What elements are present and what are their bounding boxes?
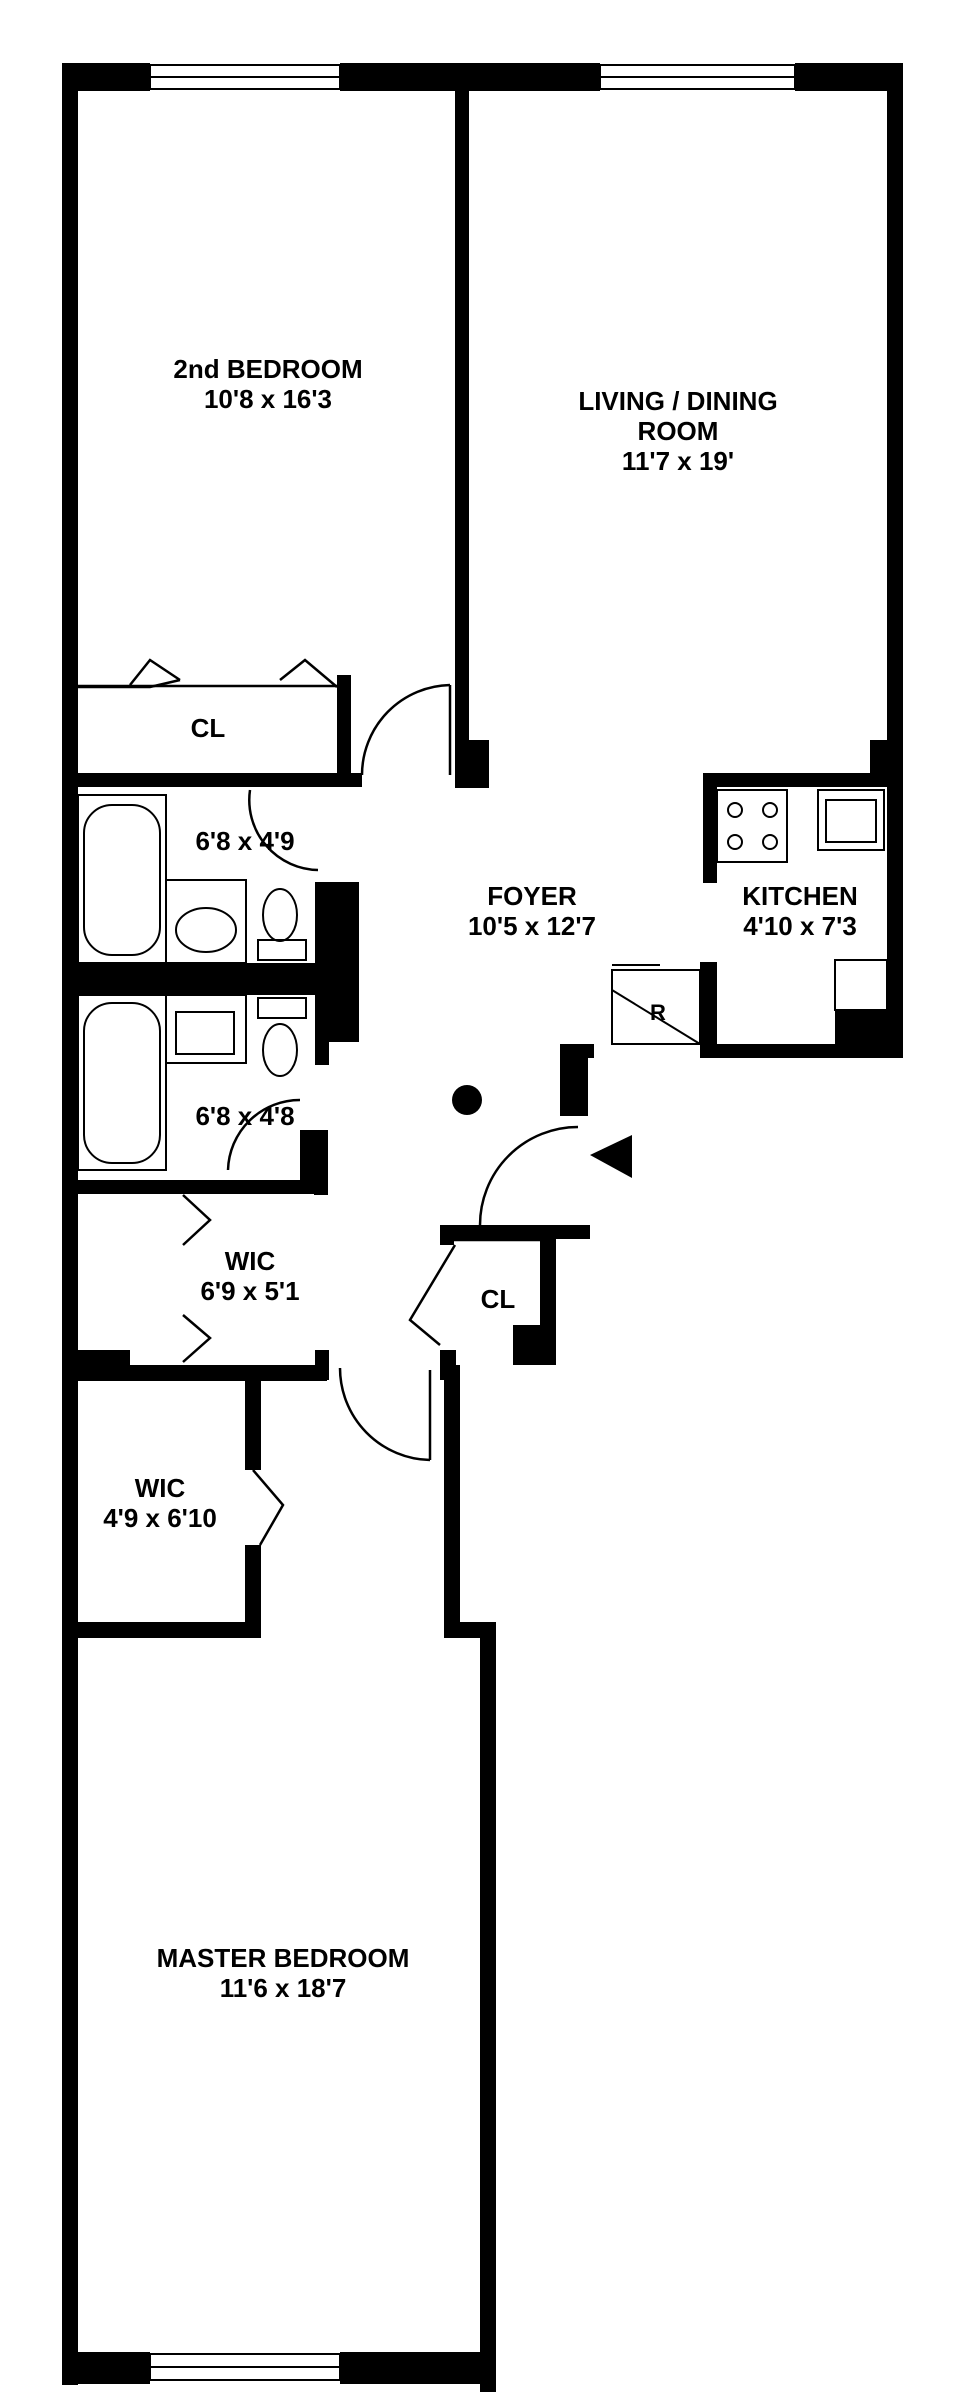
closet-top-label: CL	[191, 713, 226, 743]
bath-upper-dims: 6'8 x 4'9	[195, 826, 294, 856]
kitchen-name: KITCHEN	[742, 881, 858, 911]
column-marker	[452, 1085, 482, 1115]
second-bedroom-name: 2nd BEDROOM	[173, 354, 362, 384]
walls	[62, 63, 903, 2392]
fixtures	[77, 789, 888, 1171]
foyer-name: FOYER	[487, 881, 577, 911]
master-bedroom-name: MASTER BEDROOM	[157, 1943, 410, 1973]
wic-upper-name: WIC	[225, 1246, 276, 1276]
entry-arrow-icon	[590, 1135, 632, 1178]
foyer-dims: 10'5 x 12'7	[468, 911, 596, 941]
refrigerator-label: R	[650, 1000, 666, 1025]
closet-entry-label: CL	[481, 1284, 516, 1314]
living-dining-name-2: ROOM	[638, 416, 719, 446]
kitchen-dims: 4'10 x 7'3	[743, 911, 857, 941]
second-bedroom-dims: 10'8 x 16'3	[204, 384, 332, 414]
living-dining-name-1: LIVING / DINING	[578, 386, 777, 416]
wic-upper-dims: 6'9 x 5'1	[200, 1276, 299, 1306]
wic-lower-dims: 4'9 x 6'10	[103, 1503, 217, 1533]
living-dining-dims: 11'7 x 19'	[622, 446, 734, 476]
bath-lower-dims: 6'8 x 4'8	[195, 1101, 294, 1131]
door-swings	[76, 658, 579, 1546]
wic-lower-name: WIC	[135, 1473, 186, 1503]
master-bedroom-dims: 11'6 x 18'7	[220, 1973, 347, 2003]
windows	[149, 64, 796, 2381]
